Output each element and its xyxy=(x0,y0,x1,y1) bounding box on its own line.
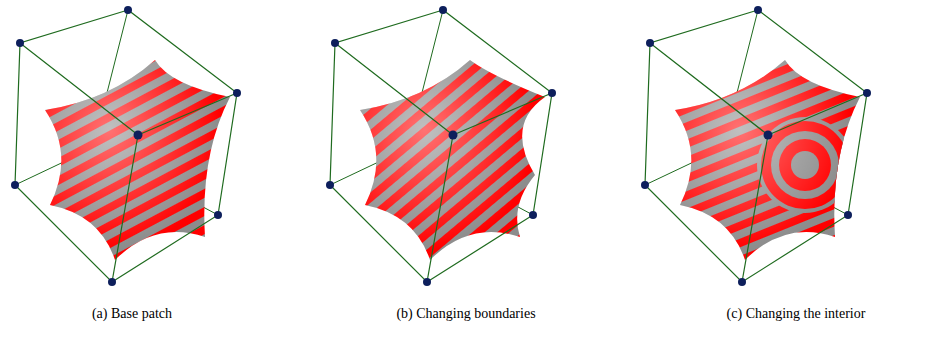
subfigure-caption-slot: (c) Changing the interior xyxy=(723,304,870,322)
boundary-patch xyxy=(326,6,556,286)
interior-patch xyxy=(641,6,871,286)
subfigure-caption-slot: (a) Base patch xyxy=(88,304,177,322)
subfigure-caption: (c) Changing the interior xyxy=(727,306,866,322)
subfigure-caption: (b) Changing boundaries xyxy=(396,306,535,322)
subfigure-caption-slot: (b) Changing boundaries xyxy=(392,304,540,322)
subfigure-caption: (a) Base patch xyxy=(92,306,172,322)
base-patch xyxy=(11,6,241,286)
